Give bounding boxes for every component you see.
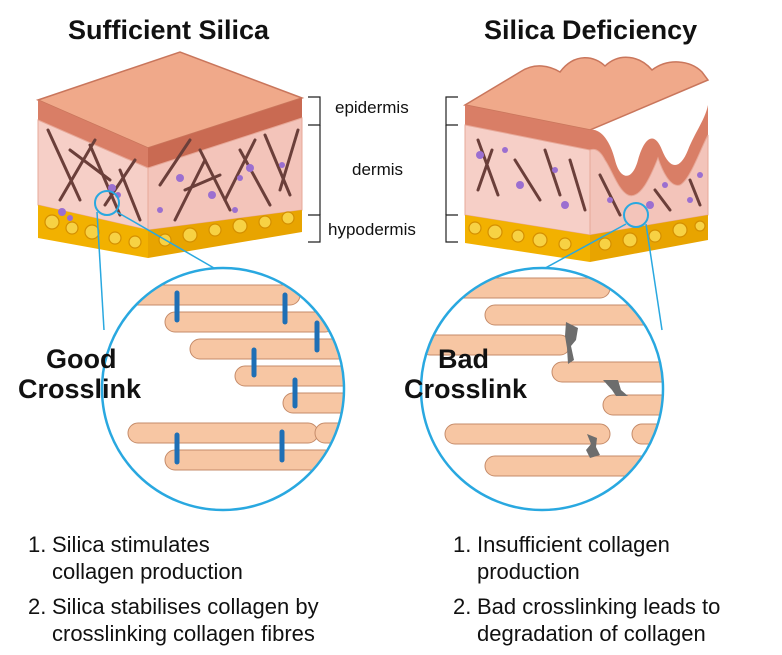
- left-zoom-circle: [100, 266, 346, 512]
- left-zoom-line-a: [96, 211, 105, 331]
- right-zoom-line-b: [645, 223, 663, 331]
- bad-label: Bad: [438, 344, 490, 374]
- right-skin-block: [462, 56, 710, 262]
- layer-brackets: [308, 96, 458, 243]
- good-label: Good: [46, 344, 117, 374]
- left-title: Sufficient Silica: [68, 15, 270, 45]
- epidermis-label: epidermis: [335, 98, 409, 117]
- crosslink-label-right: Crosslink: [404, 374, 528, 404]
- good-crosslink-label: Good Crosslink: [18, 344, 141, 404]
- left-skin-block: [35, 51, 305, 258]
- right-title: Silica Deficiency: [484, 15, 698, 45]
- bad-crosslink-label: Bad Crosslink: [404, 344, 527, 404]
- crosslink-label-left: Crosslink: [18, 374, 142, 404]
- left-points: 1. Silica stimulates collagen production…: [28, 531, 388, 655]
- right-point-1: 1. Insufficient collagen production: [453, 532, 670, 584]
- dermis-label: dermis: [352, 160, 404, 179]
- right-point-2: 2. Bad crosslinking leads to degradation…: [453, 594, 721, 646]
- hypodermis-label: hypodermis: [328, 220, 416, 239]
- left-point-1: 1. Silica stimulates collagen production: [28, 532, 243, 584]
- right-points: 1. Insufficient collagen production 2. B…: [453, 531, 778, 655]
- left-point-2: 2. Silica stabilises collagen by crossli…: [28, 594, 319, 646]
